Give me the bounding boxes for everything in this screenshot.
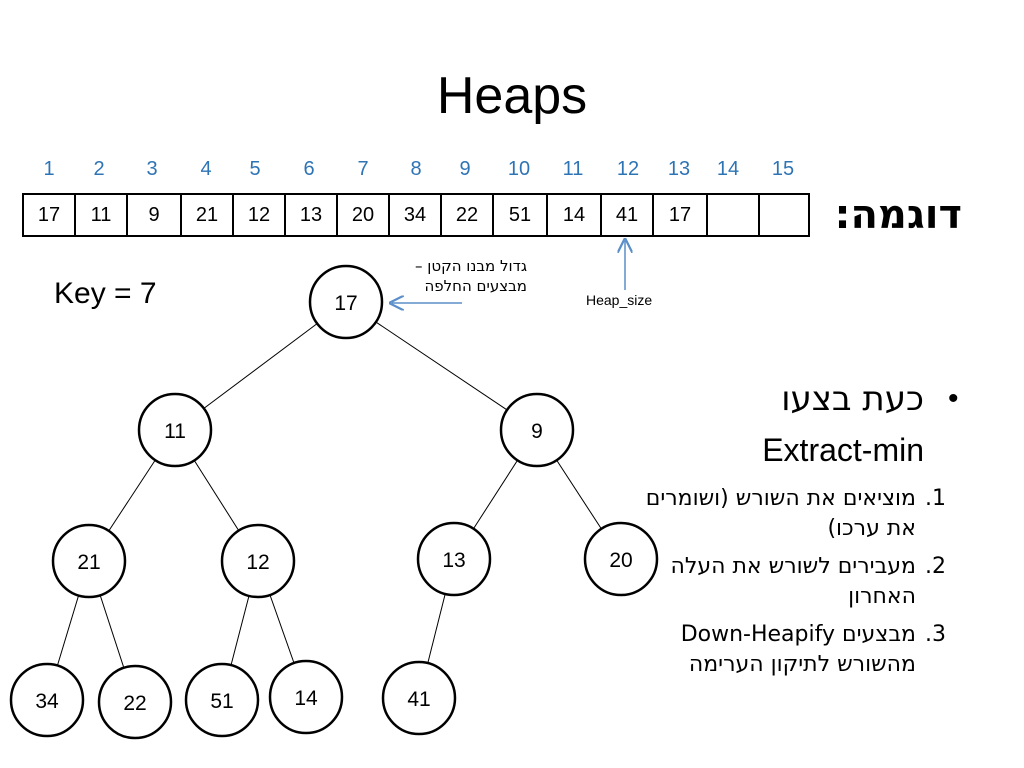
tree-node: [51, 523, 127, 599]
tree-edge: [345, 301, 538, 431]
tree-node: [583, 521, 659, 597]
tree-node-label: 14: [294, 687, 318, 710]
bullet-title: כעת בצעו: [781, 379, 924, 419]
annotation-line: מבצעים החלפה: [424, 277, 527, 295]
tree-node-label: 12: [246, 551, 269, 574]
heap-size-label: Heap_size: [586, 292, 653, 308]
step-text: מעבירים לשורש את העלה האחרון: [670, 554, 916, 609]
index-label: 9: [459, 158, 471, 180]
array-cell: [758, 193, 810, 237]
step-item: 1. מוציאים את השורש (ושומרים את ערכו): [616, 484, 946, 544]
step-item: 2. מעבירים לשורש את העלה האחרון: [616, 552, 946, 612]
index-label: 8: [410, 158, 422, 180]
tree-node-label: 34: [35, 690, 59, 713]
tree-node-label: 41: [407, 688, 430, 711]
tree-edges: [46, 301, 622, 703]
array-cell: 21: [180, 193, 234, 237]
tree-node: [137, 392, 213, 468]
annotation-line: גדול מבנו הקטן –: [415, 257, 527, 275]
index-label: 13: [667, 158, 691, 180]
slide-title: Heaps: [436, 67, 588, 125]
tree-node-label: 17: [334, 292, 357, 315]
array-cell: 9: [126, 193, 182, 237]
tree-node-label: 22: [123, 692, 146, 715]
index-label: 5: [249, 158, 261, 180]
index-label: 10: [507, 158, 531, 180]
step-text: מוציאים את השורש (ושומרים את ערכו): [645, 486, 916, 541]
tree-node: [268, 659, 344, 735]
tree-node: [381, 660, 457, 736]
index-label: 4: [200, 158, 212, 180]
index-label: 12: [616, 158, 640, 180]
bullet-subtitle: Extract-min: [762, 432, 924, 468]
key-label: Key = 7: [54, 277, 157, 310]
tree-node-label: 9: [531, 420, 543, 443]
index-label: 15: [771, 158, 795, 180]
index-label: 1: [43, 158, 55, 180]
step-item: 3. מבצעים Down-Heapify מהשורש לתיקון הער…: [616, 620, 946, 680]
array-cell: 17: [22, 193, 76, 237]
example-label: דוגמה:: [834, 192, 962, 238]
tree-node: [499, 392, 575, 468]
index-label: 7: [357, 158, 369, 180]
index-label: 11: [562, 158, 584, 180]
step-number: 3.: [925, 622, 946, 647]
tree-node-label: 11: [164, 420, 186, 443]
tree-node: [220, 523, 296, 599]
step-number: 2.: [925, 554, 946, 579]
array-cell: 22: [440, 193, 494, 237]
tree-node-label: 21: [77, 551, 100, 574]
steps-list: 1. מוציאים את השורש (ושומרים את ערכו) 2.…: [616, 484, 946, 688]
array-cell: 20: [336, 193, 390, 237]
step-text: מבצעים Down-Heapify מהשורש לתיקון הערימה: [680, 622, 916, 677]
tree-node-label: 13: [442, 549, 465, 572]
step-number: 1.: [925, 486, 946, 511]
array-cell: 11: [74, 193, 128, 237]
tree-node: [9, 662, 85, 738]
tree-node: [97, 664, 173, 740]
index-label: 2: [93, 158, 105, 180]
tree-node-label: 51: [210, 690, 233, 713]
swap-annotation: גדול מבנו הקטן – מבצעים החלפה: [385, 256, 527, 296]
index-label: 6: [303, 158, 315, 180]
array-cell: 13: [284, 193, 338, 237]
tree-node-label: 20: [609, 549, 632, 572]
tree-node: [308, 264, 384, 340]
array-cell: 17: [652, 193, 708, 237]
index-label: 3: [146, 158, 158, 180]
bullet-icon: •: [948, 382, 959, 415]
tree-node: [416, 521, 492, 597]
tree-node: [184, 662, 260, 738]
index-label: 14: [716, 158, 740, 180]
